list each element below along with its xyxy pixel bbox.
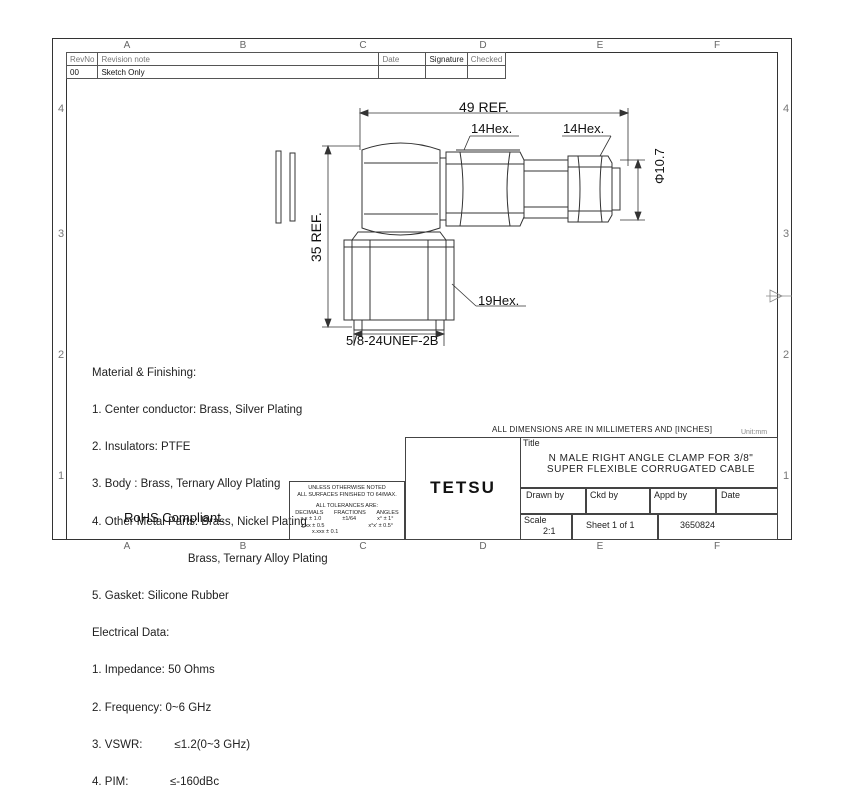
sheet-number: Sheet 1 of 1 <box>586 520 635 530</box>
rev-signature <box>425 65 468 79</box>
note-line: 1. Impedance: 50 Ohms <box>92 664 215 677</box>
ckd-by-label: Ckd by <box>590 490 619 500</box>
note-line: 3. Body : Brass, Ternary Alloy Plating <box>92 478 281 491</box>
zone-col-bottom: E <box>596 541 604 552</box>
zone-col-top: E <box>596 40 604 51</box>
tol-col-angles: ANGLES <box>376 509 399 516</box>
clamp-body <box>523 159 569 219</box>
zone-row-left: 1 <box>57 470 65 482</box>
tol-ang1: x° ± 1° <box>377 516 394 522</box>
dimensions-note: ALL DIMENSIONS ARE IN MILLIMETERS AND [I… <box>492 425 713 434</box>
tol-dec2: x.xx ± 0.5 <box>300 522 325 529</box>
dim-overall-length: 49 REF. <box>459 99 509 115</box>
appd-by-label: Appd by <box>654 490 688 500</box>
tol-ang2: x°x' ± 0.5° <box>368 522 394 529</box>
hex-left-body <box>445 151 525 227</box>
zone-col-top: D <box>479 40 487 51</box>
title-label: Title <box>523 438 540 448</box>
zone-col-top: B <box>239 40 247 51</box>
title-line-1: N MALE RIGHT ANGLE CLAMP FOR 3/8" <box>548 453 754 464</box>
drawing-number-cell <box>658 514 778 540</box>
zone-col-bottom: C <box>359 541 367 552</box>
rev-number: 00 <box>65 65 99 79</box>
tol-col-fractions: FRACTIONS <box>333 509 366 516</box>
note-line: 5. Gasket: Silicone Rubber <box>92 590 229 603</box>
rev-checked <box>466 65 507 79</box>
drawn-by-cell <box>520 488 586 514</box>
rohs-statement: RoHS Compliant. <box>124 510 225 525</box>
zone-col-top: A <box>123 40 131 51</box>
zone-row-right: 1 <box>782 470 790 482</box>
elbow-body <box>361 142 441 236</box>
sheet-cell <box>572 514 658 540</box>
connector-drawing <box>275 108 792 346</box>
unit-label: Unit:mm <box>741 429 768 436</box>
zone-col-bottom: F <box>713 541 721 552</box>
appd-by-cell <box>650 488 716 514</box>
tolerance-line: UNLESS OTHERWISE NOTED <box>308 485 386 491</box>
tolerance-block: UNLESS OTHERWISE NOTED ALL SURFACES FINI… <box>289 481 405 540</box>
zone-col-bottom: D <box>479 541 487 552</box>
zone-row-left: 4 <box>57 103 65 115</box>
note-line: 4. Other Metal Parts: Brass, Nickel Plat… <box>92 515 307 528</box>
dim-hex-bottom: 19Hex. <box>478 293 520 308</box>
scale-value: 2:1 <box>543 526 556 536</box>
zone-row-right: 4 <box>782 103 790 115</box>
scale-cell <box>520 514 572 540</box>
dim-height: 35 REF. <box>308 212 324 262</box>
drawn-by-label: Drawn by <box>526 490 565 500</box>
ckd-by-cell <box>586 488 650 514</box>
hex-right-body <box>567 155 613 223</box>
washer-right <box>289 152 296 222</box>
tol-frac: ±1/64 <box>342 516 357 522</box>
revision-row: 00 Sketch Only <box>65 65 507 79</box>
drawing-title: N MALE RIGHT ANGLE CLAMP FOR 3/8" SUPER … <box>524 453 778 475</box>
dim-diameter: Φ10.7 <box>652 148 667 184</box>
note-line: 3. VSWR: ≤1.2(0~3 GHz) <box>92 738 251 751</box>
zone-row-right: 3 <box>782 228 790 240</box>
rev-note: Sketch Only <box>97 65 380 79</box>
revision-table: RevNo Revision note Date Signature Check… <box>65 52 507 79</box>
note-line: 2. Frequency: 0~6 GHz <box>92 701 212 714</box>
dim-thread: 5/8-24UNEF-2B <box>346 333 439 348</box>
note-line: Electrical Data: <box>92 627 170 640</box>
note-line: Brass, Ternary Alloy Plating <box>92 552 328 565</box>
coupling-nut <box>343 239 455 321</box>
title-cell <box>520 437 778 488</box>
material-notes: Material & Finishing: 1. Center conducto… <box>92 342 328 801</box>
note-line: 2. Insulators: PTFE <box>92 441 191 454</box>
washer-left <box>275 150 282 224</box>
zone-col-top: F <box>713 40 721 51</box>
dim-hex-right: 14Hex. <box>563 121 605 136</box>
date-label: Date <box>721 490 741 500</box>
zone-row-left: 2 <box>57 349 65 361</box>
note-line: 4. PIM: ≤-160dBc <box>92 776 220 789</box>
date-cell <box>716 488 778 514</box>
scale-label: Scale <box>524 515 547 525</box>
zone-col-bottom: B <box>239 541 247 552</box>
note-line: Material & Finishing: <box>92 366 197 379</box>
tolerance-line: ALL TOLERANCES ARE: <box>315 503 379 509</box>
tolerance-line: ALL SURFACES FINISHED TO 64/MAX. <box>297 491 397 498</box>
company-logo: TETSU <box>430 478 496 497</box>
zone-col-top: C <box>359 40 367 51</box>
drawing-number: 3650824 <box>680 520 716 530</box>
note-line: 1. Center conductor: Brass, Silver Plati… <box>92 404 303 417</box>
zone-row-left: 3 <box>57 228 65 240</box>
tol-dec1: x.x ± 1.0 <box>300 516 322 522</box>
tol-dec3: x.xxx ± 0.1 <box>312 529 339 535</box>
zone-row-right: 2 <box>782 349 790 361</box>
thread-end <box>353 319 445 331</box>
zone-col-bottom: A <box>123 541 131 552</box>
dim-hex-left: 14Hex. <box>471 121 513 136</box>
title-line-2: SUPER FLEXIBLE CORRUGATED CABLE <box>546 464 756 475</box>
tol-col-decimals: DECIMALS <box>295 509 324 516</box>
